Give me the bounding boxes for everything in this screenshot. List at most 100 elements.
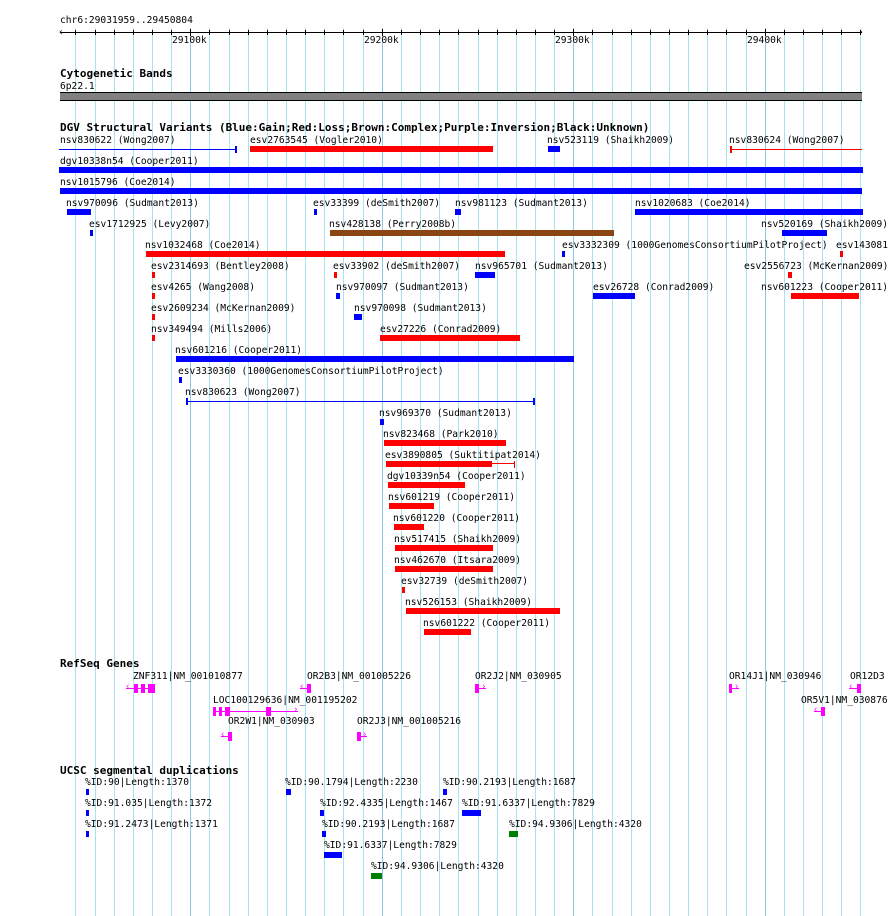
- gene-intron-line[interactable]: [357, 736, 367, 737]
- dgv-feature-line[interactable]: [730, 149, 862, 150]
- cytoband-6p22.1[interactable]: [60, 92, 862, 101]
- dgv-feature-label: esv2763545 (Vogler2010): [250, 135, 383, 146]
- dgv-feature-bar[interactable]: [152, 293, 155, 299]
- ruler-tick: [746, 30, 747, 35]
- ruler-tick-label: 29400k: [747, 35, 782, 46]
- dgv-feature-bar[interactable]: [380, 419, 384, 425]
- gene-exon[interactable]: [266, 707, 271, 716]
- segdup-bar[interactable]: [322, 831, 326, 837]
- dgv-feature-bar[interactable]: [635, 209, 863, 215]
- dgv-feature-bar[interactable]: [386, 461, 492, 467]
- segdup-bar[interactable]: [320, 810, 324, 816]
- ruler-tick: [248, 30, 249, 35]
- dgv-feature-bar[interactable]: [788, 272, 792, 278]
- dgv-feature-bar[interactable]: [388, 482, 465, 488]
- gene-intron-line[interactable]: [300, 688, 310, 689]
- dgv-feature-bar[interactable]: [562, 251, 565, 257]
- gene-intron-line[interactable]: [814, 711, 824, 712]
- segdup-bar[interactable]: [462, 810, 481, 816]
- dgv-feature-bar[interactable]: [250, 146, 493, 152]
- segdup-bar[interactable]: [324, 852, 342, 858]
- dgv-feature-bar[interactable]: [176, 356, 574, 362]
- dgv-feature-bar[interactable]: [59, 167, 863, 173]
- segdup-bar[interactable]: [86, 831, 89, 837]
- dgv-feature-bar[interactable]: [840, 251, 843, 257]
- gene-exon[interactable]: [213, 707, 216, 716]
- dgv-feature-bar[interactable]: [334, 272, 337, 278]
- segdup-bar[interactable]: [443, 789, 447, 795]
- dgv-feature-bar[interactable]: [67, 209, 91, 215]
- dgv-feature-extent[interactable]: [492, 463, 515, 464]
- dgv-feature-bar[interactable]: [152, 335, 155, 341]
- grid-line: [286, 28, 287, 916]
- dgv-feature-bar[interactable]: [782, 230, 827, 236]
- gene-exon[interactable]: [357, 732, 361, 741]
- track-title-cytogenetic-bands: Cytogenetic Bands: [60, 67, 173, 80]
- dgv-feature-bar[interactable]: [455, 209, 461, 215]
- gene-intron-line[interactable]: [221, 736, 231, 737]
- grid-line: [612, 28, 613, 916]
- gene-exon[interactable]: [821, 707, 825, 716]
- gene-intron-line[interactable]: [475, 688, 486, 689]
- gene-exon[interactable]: [141, 684, 145, 693]
- segdup-bar[interactable]: [86, 810, 89, 816]
- dgv-feature-label: nsv523119 (Shaikh2009): [547, 135, 675, 146]
- gene-exon[interactable]: [148, 684, 155, 693]
- grid-line: [841, 28, 842, 916]
- dgv-feature-bar[interactable]: [336, 293, 340, 299]
- segdup-label: %ID:91.2473|Length:1371: [85, 819, 218, 830]
- dgv-feature-bar[interactable]: [791, 293, 859, 299]
- grid-line: [478, 28, 479, 916]
- gene-exon[interactable]: [475, 684, 479, 693]
- gene-exon[interactable]: [225, 707, 230, 716]
- segdup-bar[interactable]: [509, 831, 518, 837]
- gene-label: OR14J1|NM_030946: [729, 671, 822, 682]
- gene-intron-line[interactable]: [849, 688, 860, 689]
- gene-exon[interactable]: [228, 732, 232, 741]
- dgv-feature-bar[interactable]: [90, 230, 93, 236]
- gene-exon[interactable]: [134, 684, 138, 693]
- dgv-feature-bar[interactable]: [402, 587, 405, 593]
- dgv-feature-bar[interactable]: [384, 440, 506, 446]
- dgv-feature-bar[interactable]: [152, 314, 155, 320]
- dgv-feature-line[interactable]: [186, 401, 534, 402]
- segdup-bar[interactable]: [371, 873, 382, 879]
- grid-line: [573, 28, 574, 916]
- gene-intron-line[interactable]: [126, 688, 154, 689]
- gene-exon[interactable]: [219, 707, 222, 716]
- dgv-feature-label: nsv1032468 (Coe2014): [145, 240, 261, 251]
- dgv-feature-bar[interactable]: [548, 146, 560, 152]
- dgv-feature-bar[interactable]: [395, 545, 493, 551]
- gene-intron-line[interactable]: [729, 688, 739, 689]
- ruler-tick: [765, 29, 766, 36]
- segdup-label: %ID:90.1794|Length:2230: [285, 777, 418, 788]
- dgv-feature-bar[interactable]: [475, 272, 495, 278]
- ruler-axis[interactable]: [60, 32, 862, 33]
- segdup-bar[interactable]: [286, 789, 291, 795]
- ruler-tick: [382, 29, 383, 36]
- dgv-feature-bar[interactable]: [60, 188, 862, 194]
- gene-intron-line[interactable]: [213, 711, 298, 712]
- dgv-feature-bar[interactable]: [395, 566, 493, 572]
- dgv-feature-cap: [730, 146, 732, 153]
- dgv-feature-bar[interactable]: [380, 335, 520, 341]
- dgv-feature-cap: [514, 461, 515, 468]
- gene-exon[interactable]: [307, 684, 311, 693]
- dgv-feature-bar[interactable]: [179, 377, 182, 383]
- ruler-tick: [631, 30, 632, 35]
- dgv-feature-bar[interactable]: [389, 503, 434, 509]
- dgv-feature-bar[interactable]: [406, 608, 560, 614]
- dgv-feature-bar[interactable]: [424, 629, 471, 635]
- gene-exon[interactable]: [857, 684, 861, 693]
- dgv-feature-bar[interactable]: [152, 272, 155, 278]
- ruler-tick: [669, 30, 670, 35]
- segdup-bar[interactable]: [86, 789, 89, 795]
- dgv-feature-bar[interactable]: [314, 209, 317, 215]
- dgv-feature-bar[interactable]: [354, 314, 362, 320]
- dgv-feature-bar[interactable]: [146, 251, 505, 257]
- dgv-feature-bar[interactable]: [593, 293, 635, 299]
- dgv-feature-line[interactable]: [59, 149, 236, 150]
- gene-exon[interactable]: [729, 684, 732, 693]
- dgv-feature-bar[interactable]: [330, 230, 614, 236]
- dgv-feature-bar[interactable]: [394, 524, 424, 530]
